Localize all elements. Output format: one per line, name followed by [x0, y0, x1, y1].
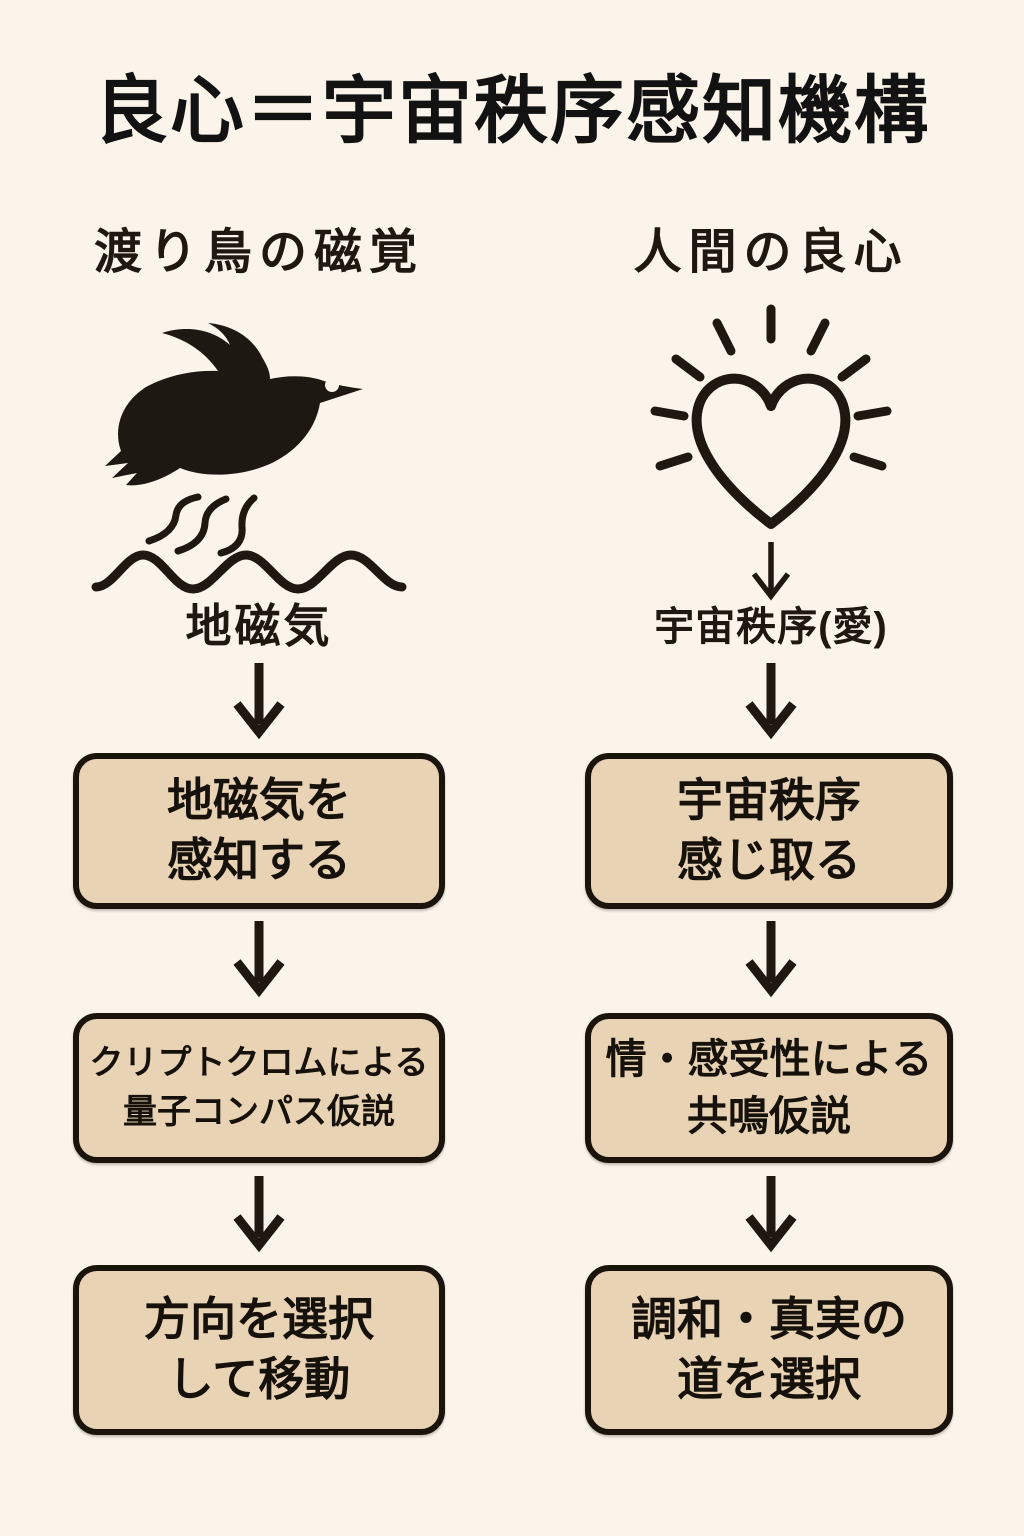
step-line: 方向を選択: [144, 1293, 374, 1346]
step-box-sense-cosmic-order: 宇宙秩序 感じ取る: [585, 753, 953, 909]
step-box-choose-harmony-truth-path: 調和・真実の 道を選択: [585, 1265, 953, 1435]
step-line: 道を選択: [677, 1353, 861, 1405]
source-label-cosmic-order: 宇宙秩序(愛): [654, 605, 888, 649]
heart-outline: [691, 373, 851, 529]
step-line: して移動: [167, 1353, 351, 1405]
step-line: 調和・真実の: [631, 1293, 907, 1346]
down-arrow-icon: [575, 540, 967, 601]
step-line: 感じ取る: [677, 834, 861, 886]
wave-line-icon: [91, 550, 407, 594]
column-header-human: 人間の良心: [633, 226, 909, 279]
step-box-choose-direction-move: 方向を選択 して移動: [73, 1265, 445, 1435]
bird-silhouette: [105, 323, 363, 486]
down-arrow-icon: [63, 1173, 455, 1255]
step-line: 地磁気を: [167, 774, 351, 827]
down-arrow-icon: [63, 660, 455, 742]
heart-rays: [650, 304, 892, 471]
bird-eye: [325, 378, 339, 392]
step-box-sense-geomagnetism: 地磁気を 感知する: [73, 753, 445, 909]
step-line: 感知する: [167, 834, 351, 886]
down-arrow-icon: [575, 660, 967, 742]
step-line: 情・感受性による: [605, 1035, 933, 1082]
step-line: 量子コンパス仮説: [123, 1093, 395, 1131]
step-line: 共鳴仮説: [687, 1093, 851, 1139]
radiant-heart-icon: [646, 304, 896, 539]
down-arrow-icon: [575, 1173, 967, 1255]
bird-over-waves-icon: [86, 323, 431, 598]
field-lines-icon: [145, 493, 258, 557]
page-title: 良心＝宇宙秩序感知機構: [94, 68, 930, 152]
step-line: クリプトクロムによる: [89, 1043, 429, 1082]
column-header-bird: 渡り鳥の磁覚: [93, 226, 424, 279]
down-arrow-icon: [63, 918, 455, 1000]
step-box-quantum-compass-hypothesis: クリプトクロムによる 量子コンパス仮説: [73, 1013, 445, 1163]
step-line: 宇宙秩序: [677, 774, 861, 827]
down-arrow-icon: [575, 918, 967, 1000]
step-box-resonance-hypothesis: 情・感受性による 共鳴仮説: [585, 1013, 953, 1163]
source-label-geomagnetism: 地磁気: [185, 600, 333, 652]
